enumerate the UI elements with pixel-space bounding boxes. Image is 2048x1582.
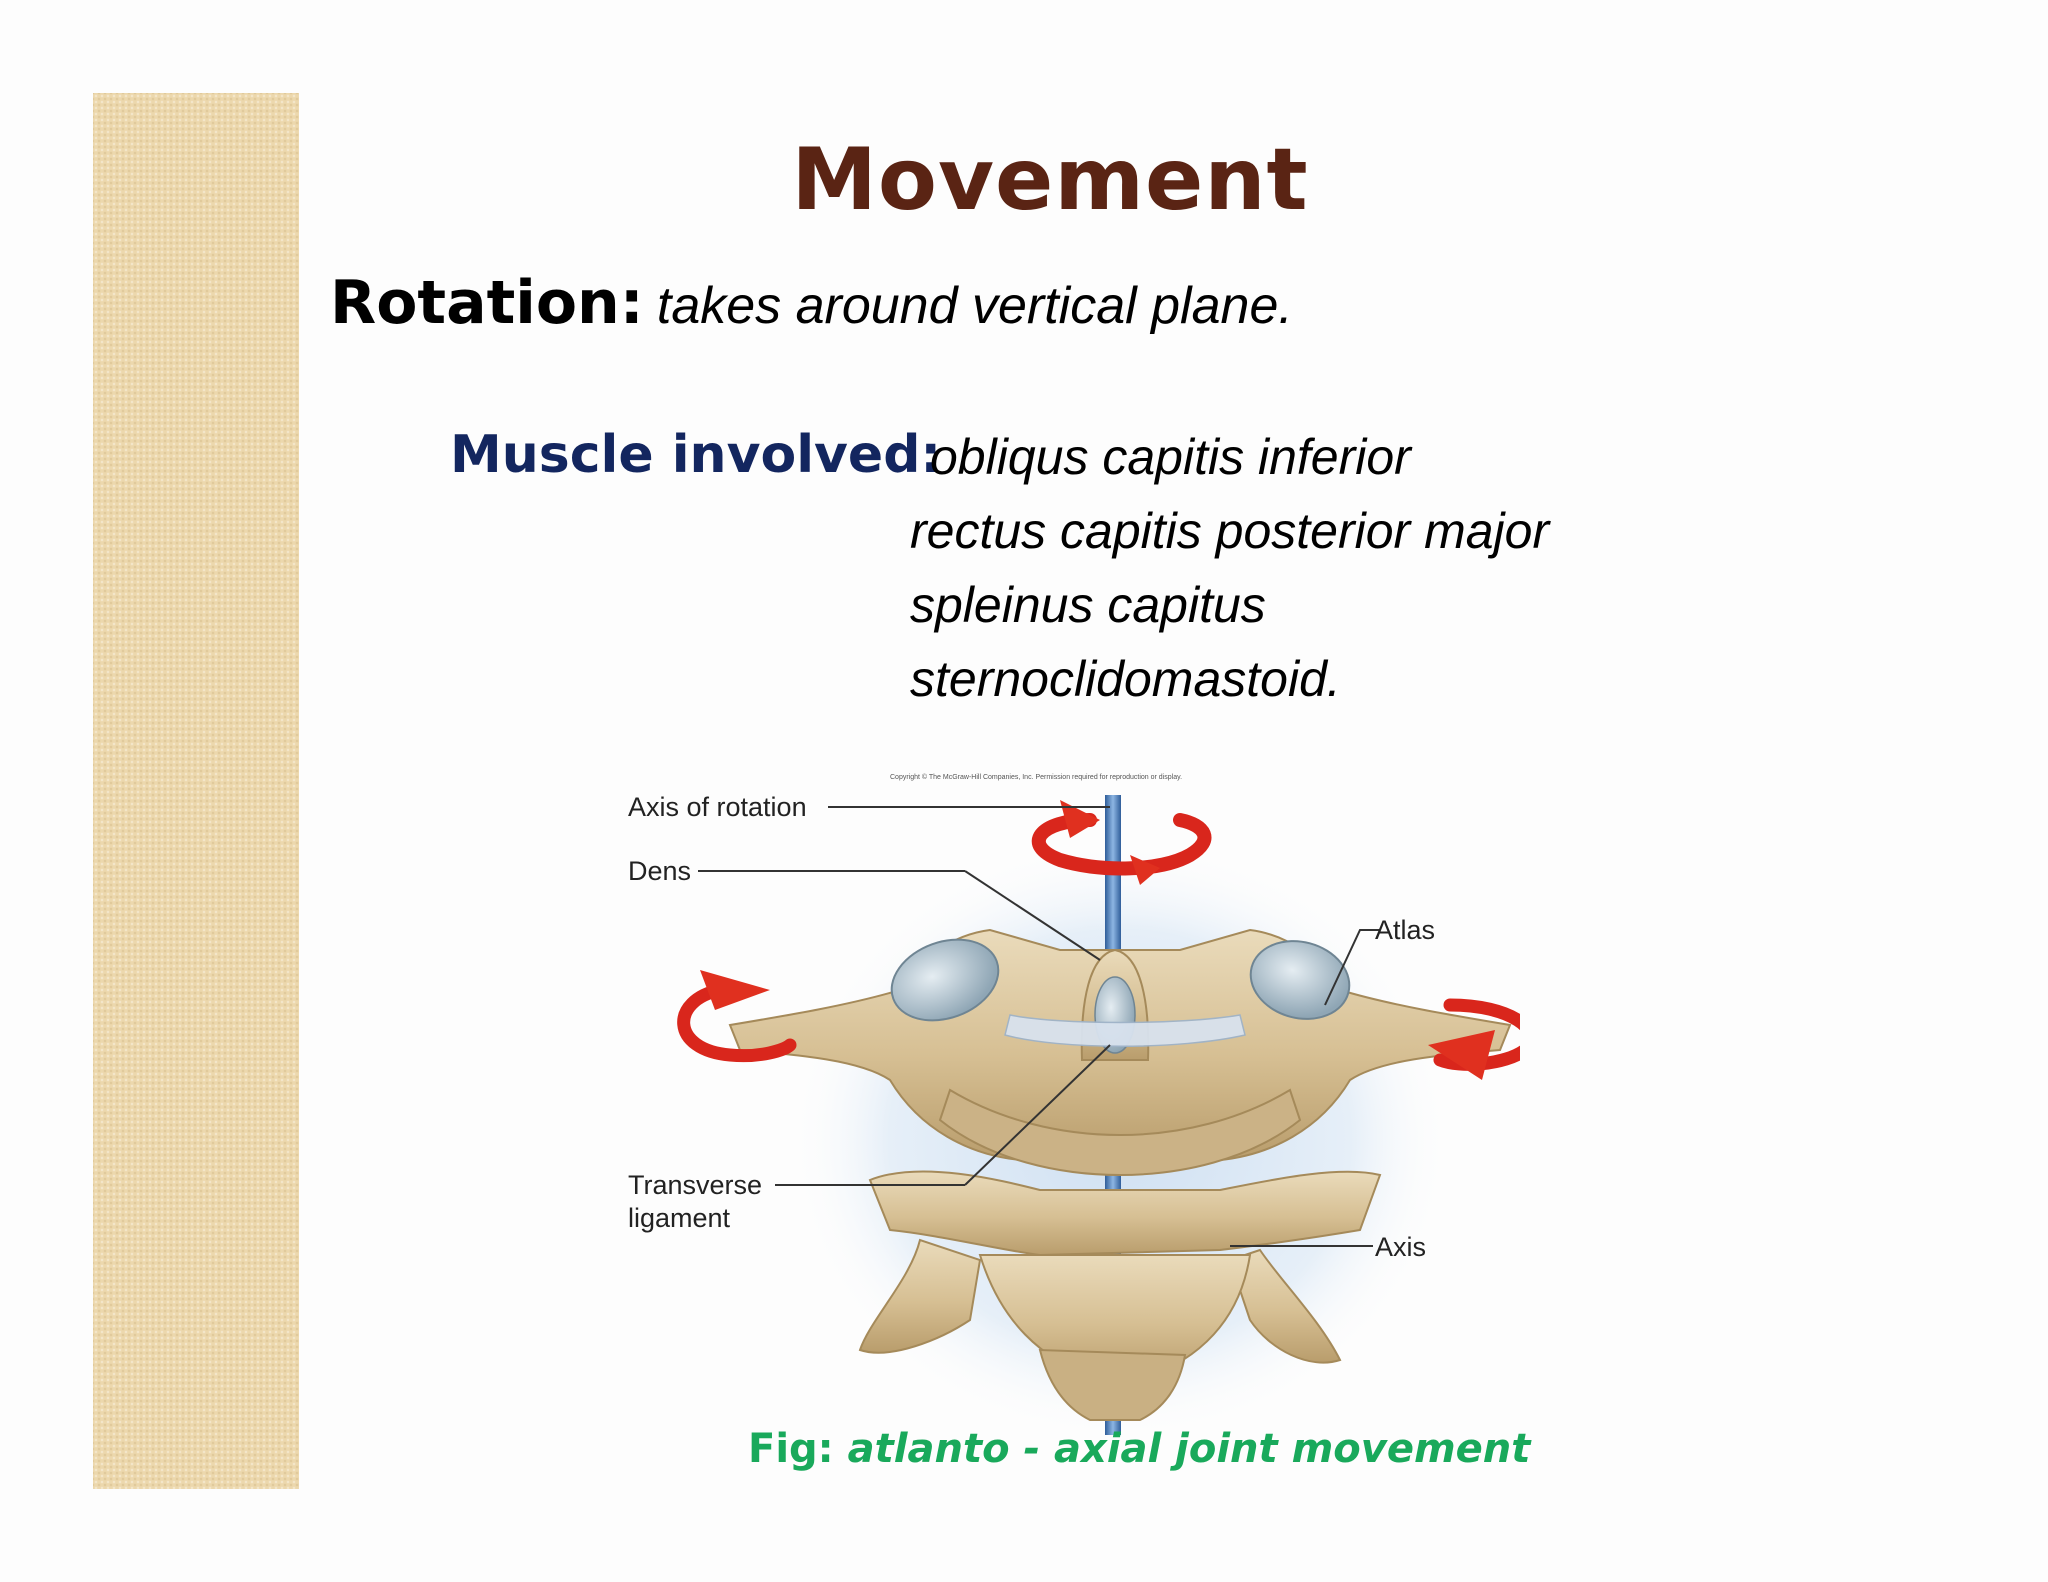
atlanto-axial-figure: Copyright © The McGraw-Hill Companies, I…: [620, 760, 1520, 1435]
label-transverse: Transverse: [628, 1170, 762, 1200]
label-axis-of-rotation: Axis of rotation: [628, 792, 807, 822]
left-rotation-arrow: [677, 970, 797, 1063]
top-rotation-arrow: [1031, 800, 1212, 885]
rotation-description: takes around vertical plane.: [656, 277, 1293, 335]
leader-lines: [698, 806, 1380, 1247]
muscle-involved-label: Muscle involved:: [450, 425, 942, 485]
muscle-list: obliqus capitis inferior rectus capitis …: [910, 425, 1549, 721]
figure-caption-text: atlanto - axial joint movement: [847, 1426, 1531, 1472]
muscle-item: rectus capitis posterior major: [910, 503, 1550, 559]
figure-caption: Fig: atlanto - axial joint movement: [748, 1426, 1530, 1472]
muscle-item: sternoclidomastoid.: [910, 651, 1341, 707]
rotation-term: Rotation:: [330, 268, 644, 338]
muscle-item: spleinus capitus: [910, 577, 1266, 633]
rotation-line: Rotation: takes around vertical plane.: [330, 268, 1293, 338]
decorative-sidebar-strip: [93, 93, 299, 1489]
label-dens: Dens: [628, 856, 691, 886]
label-atlas: Atlas: [1375, 915, 1435, 945]
axis-vertebra: [858, 1170, 1382, 1421]
right-rotation-arrow: [1428, 998, 1520, 1080]
label-ligament: ligament: [628, 1203, 731, 1233]
label-axis: Axis: [1375, 1232, 1426, 1262]
muscle-item: obliqus capitis inferior: [930, 429, 1411, 485]
slide-title: Movement: [791, 130, 1309, 230]
figure-copyright: Copyright © The McGraw-Hill Companies, I…: [890, 773, 1182, 781]
vertebrae-illustration: Copyright © The McGraw-Hill Companies, I…: [628, 773, 1520, 1435]
transverse-ligament: [1004, 1014, 1246, 1047]
figure-caption-prefix: Fig:: [748, 1426, 834, 1472]
